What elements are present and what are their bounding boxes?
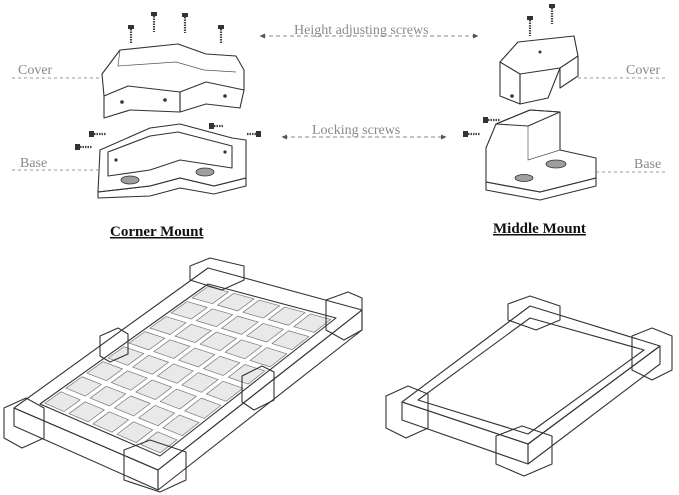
solar-cell [92,411,129,433]
solar-cell [114,395,151,417]
middle-clamps [385,295,673,477]
middle-mount-exploded [463,4,668,201]
corner-cover-part [101,43,245,119]
corner-mount-exploded [12,12,261,199]
middle-cover-part [499,35,579,105]
solar-cell [221,315,259,335]
solar-cell [111,370,148,391]
solar-cell [181,372,219,393]
solar-panel-corner-assembly [3,257,363,493]
corner-mount-title: Corner Mount [110,224,203,240]
locking-screws-left [75,123,261,150]
solar-panel-middle-assembly [385,295,673,477]
solar-cell [249,347,288,368]
middle-base-part [485,109,597,201]
solar-cell [170,301,208,320]
solar-cell [224,339,263,360]
solar-cell [191,286,229,305]
base-label-right: Base [634,157,661,172]
height-screws-left [128,12,224,43]
height-screws-right [527,4,555,36]
solar-cell [107,346,145,366]
base-label-left: Base [20,156,47,171]
solar-cell [246,323,284,343]
locking-screws-label: Locking screws [312,123,400,138]
solar-cell [178,347,216,368]
solar-cell [174,323,212,343]
cover-label-left: Cover [18,63,53,78]
solar-cell [217,292,255,312]
solar-cell [140,431,178,454]
solar-cell [203,355,241,376]
solar-cell [271,330,310,351]
solar-cell [162,414,200,437]
solar-cell [199,331,237,352]
solar-cell [44,391,81,412]
solar-cell [159,388,197,410]
corrugated-surface [417,317,645,435]
solar-cell [153,339,191,359]
solar-cell [195,308,234,328]
solar-cells [44,286,332,454]
solar-cell [156,363,194,384]
solar-cell [138,405,175,427]
solar-cell [135,379,173,400]
solar-cell [267,306,306,326]
height-screws-label: Height adjusting screws [294,23,429,38]
solar-cell [89,385,127,407]
middle-mount-title: Middle Mount [493,221,586,237]
solar-cell [293,313,332,333]
solar-cell [184,397,222,419]
solar-cell [68,401,105,423]
corner-clamps [3,257,363,493]
solar-cell [132,354,169,375]
solar-cell [242,299,281,319]
solar-cell [86,361,123,382]
cover-label-right: Cover [626,63,661,78]
solar-cell [116,421,154,443]
labels: Height adjusting screws Locking screws C… [18,23,661,240]
solar-cell [128,331,166,351]
corner-base-part [97,123,247,199]
locking-screws-right [463,117,500,137]
solar-cell [65,376,102,397]
solar-cell [206,380,244,402]
solar-cell [149,316,187,335]
